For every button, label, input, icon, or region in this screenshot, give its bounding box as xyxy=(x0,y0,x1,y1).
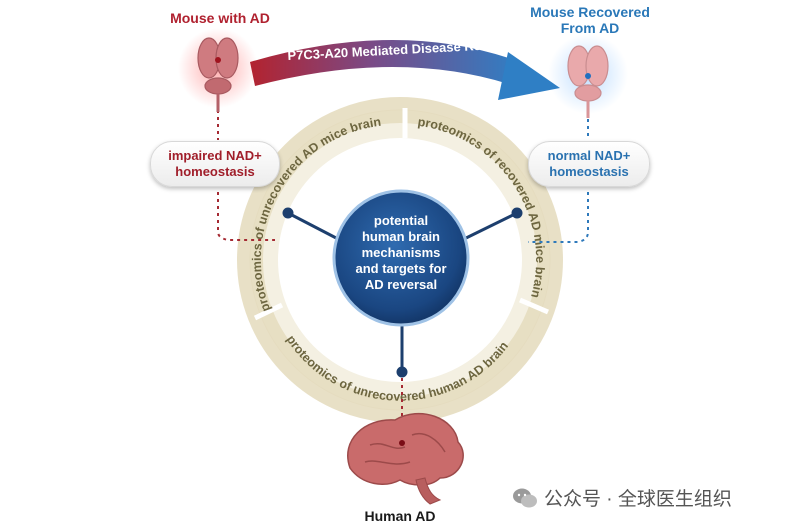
center-text: potential human brain mechanisms and tar… xyxy=(336,213,466,293)
watermark-text: 公众号 · 全球医生组织 xyxy=(544,489,732,510)
center-line-5: AD reversal xyxy=(364,277,438,292)
center-connectors xyxy=(282,207,523,378)
normal-nad-label: normal NAD+ homeostasis xyxy=(528,141,650,187)
watermark: 公众号 · 全球医生组织 xyxy=(512,484,732,511)
human-ad-title: Human AD xyxy=(364,508,436,524)
impaired-nad-line2: homeostasis xyxy=(175,164,255,179)
center-line-2: human brain xyxy=(361,229,440,244)
mouse-recovered-title: Mouse Recovered From AD xyxy=(510,4,670,36)
mouse-ad-title: Mouse with AD xyxy=(170,10,270,26)
normal-nad-line1: normal NAD+ xyxy=(547,148,631,163)
impaired-nad-line1: impaired NAD+ xyxy=(168,148,262,163)
center-line-4: and targets for xyxy=(355,261,447,276)
impaired-nad-label: impaired NAD+ homeostasis xyxy=(150,141,280,187)
center-line-1: potential xyxy=(373,213,429,228)
wechat-icon xyxy=(513,488,537,507)
normal-nad-line2: homeostasis xyxy=(549,164,629,179)
mouse-recovered-title-line1: Mouse Recovered xyxy=(530,4,650,20)
center-circle xyxy=(332,189,470,327)
mouse-recovered-title-line2: From AD xyxy=(560,20,620,36)
center-line-3: mechanisms xyxy=(361,245,441,260)
reversal-arrow xyxy=(250,40,560,100)
mouse-ad-brain-icon xyxy=(178,28,258,112)
mouse-recovered-brain-icon xyxy=(548,34,628,118)
human-brain-icon xyxy=(347,412,464,505)
